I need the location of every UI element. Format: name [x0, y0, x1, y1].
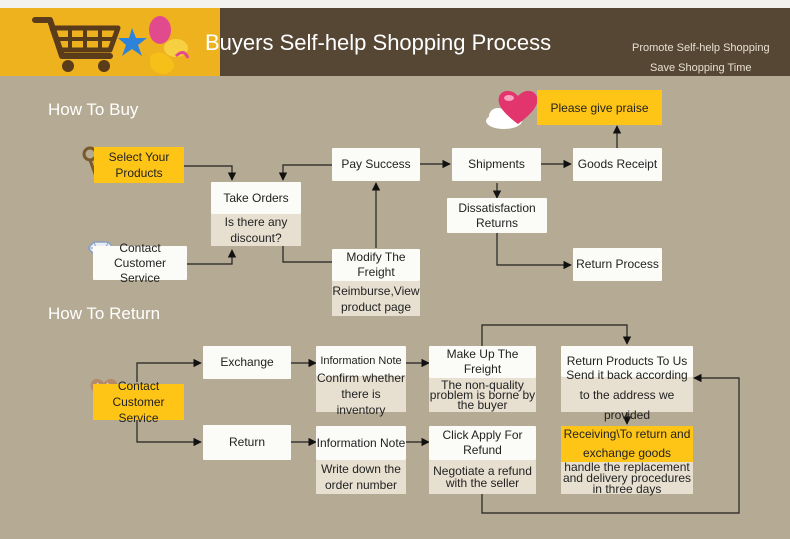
take-orders-step: Take Orders — [211, 182, 301, 214]
promo-line-1: Promote Self-help Shopping — [632, 42, 770, 54]
info-note-1-label: Information Note — [320, 354, 402, 367]
goods-receipt-step: Goods Receipt — [573, 148, 662, 181]
write-order-note: Write down the order number — [316, 460, 406, 494]
negotiate-label: Negotiate a refund with the seller — [433, 464, 532, 490]
take-orders-note: Is there any discount? — [211, 214, 301, 246]
modify-freight-label: Modify The Freight — [346, 250, 406, 279]
info-note-2-label: Information Note — [316, 435, 406, 450]
non-quality-note: The non-quality problem is borne by the … — [429, 378, 536, 412]
receiving-label: Receiving\To return and exchange goods — [563, 427, 691, 460]
info-note-2-step: Information Note — [316, 426, 406, 460]
make-up-freight-step: Make Up The Freight — [429, 346, 536, 378]
write-order-label: Write down the order number — [321, 462, 401, 492]
confirm-inventory-note: Confirm whether there is inventory — [316, 371, 406, 417]
return-process-label: Return Process — [576, 257, 659, 271]
praise-step: Please give praise — [537, 90, 662, 125]
confirm-inventory-label: Confirm whether there is inventory — [316, 371, 406, 417]
dissatisfaction-returns-step: Dissatisfaction Returns — [447, 198, 547, 233]
shipments-step: Shipments — [452, 148, 541, 181]
info-note-1-step: Information Note — [316, 346, 406, 376]
return-products-step: Return Products To Us — [561, 346, 693, 377]
return-label: Return — [228, 435, 266, 449]
apply-refund-label: Click Apply For Refund — [442, 428, 523, 457]
modify-freight-note: Reimburse,View product page — [332, 281, 420, 316]
modify-freight-step: Modify The Freight — [332, 249, 420, 281]
handle-label: handle the replacement and delivery proc… — [562, 459, 692, 496]
page-title: Buyers Self-help Shopping Process — [205, 30, 552, 55]
discount-question: Is there any discount? — [224, 215, 288, 245]
exchange-step: Exchange — [203, 346, 291, 379]
return-step: Return — [203, 425, 291, 460]
select-products-step: Select Your Products — [94, 147, 184, 183]
shopping-cart-icon — [32, 17, 121, 72]
receiving-step: Receiving\To return and exchange goods — [561, 426, 693, 462]
non-quality-label: The non-quality problem is borne by the … — [429, 378, 536, 412]
reimburse-label: Reimburse,View product page — [332, 283, 420, 314]
return-contact-label: Contact Customer Service — [112, 379, 165, 425]
dissatisfaction-label: Dissatisfaction Returns — [458, 200, 536, 230]
how-to-buy-title: How To Buy — [48, 100, 139, 119]
return-products-label: Return Products To Us — [566, 354, 688, 368]
handle-note: handle the replacement and delivery proc… — [561, 459, 693, 496]
exchange-label: Exchange — [220, 355, 274, 369]
contact-customer-service-step: Contact Customer Service — [93, 241, 187, 285]
take-orders-label: Take Orders — [223, 190, 289, 205]
praise-label: Please give praise — [550, 100, 649, 115]
pay-success-step: Pay Success — [332, 148, 420, 181]
balloons-icon — [118, 16, 190, 74]
promo-line-2: Save Shopping Time — [650, 62, 752, 74]
contact-label: Contact Customer Service — [113, 240, 166, 285]
top-strip — [0, 0, 790, 8]
goods-receipt-label: Goods Receipt — [577, 157, 658, 171]
heart-icon — [498, 90, 538, 124]
return-process-step: Return Process — [573, 248, 662, 281]
pay-success-label: Pay Success — [341, 157, 411, 171]
shipments-label: Shipments — [468, 157, 525, 171]
how-to-return-title: How To Return — [48, 304, 161, 323]
select-products-label: Select Your Products — [108, 150, 170, 180]
make-up-freight-label: Make Up The Freight — [446, 347, 519, 376]
apply-refund-step: Click Apply For Refund — [429, 426, 536, 460]
send-back-note: Send it back according to the address we… — [561, 368, 693, 422]
send-back-label: Send it back according to the address we… — [566, 367, 688, 422]
return-contact-step: Contact Customer Service — [93, 379, 184, 425]
negotiate-note: Negotiate a refund with the seller — [429, 460, 536, 494]
